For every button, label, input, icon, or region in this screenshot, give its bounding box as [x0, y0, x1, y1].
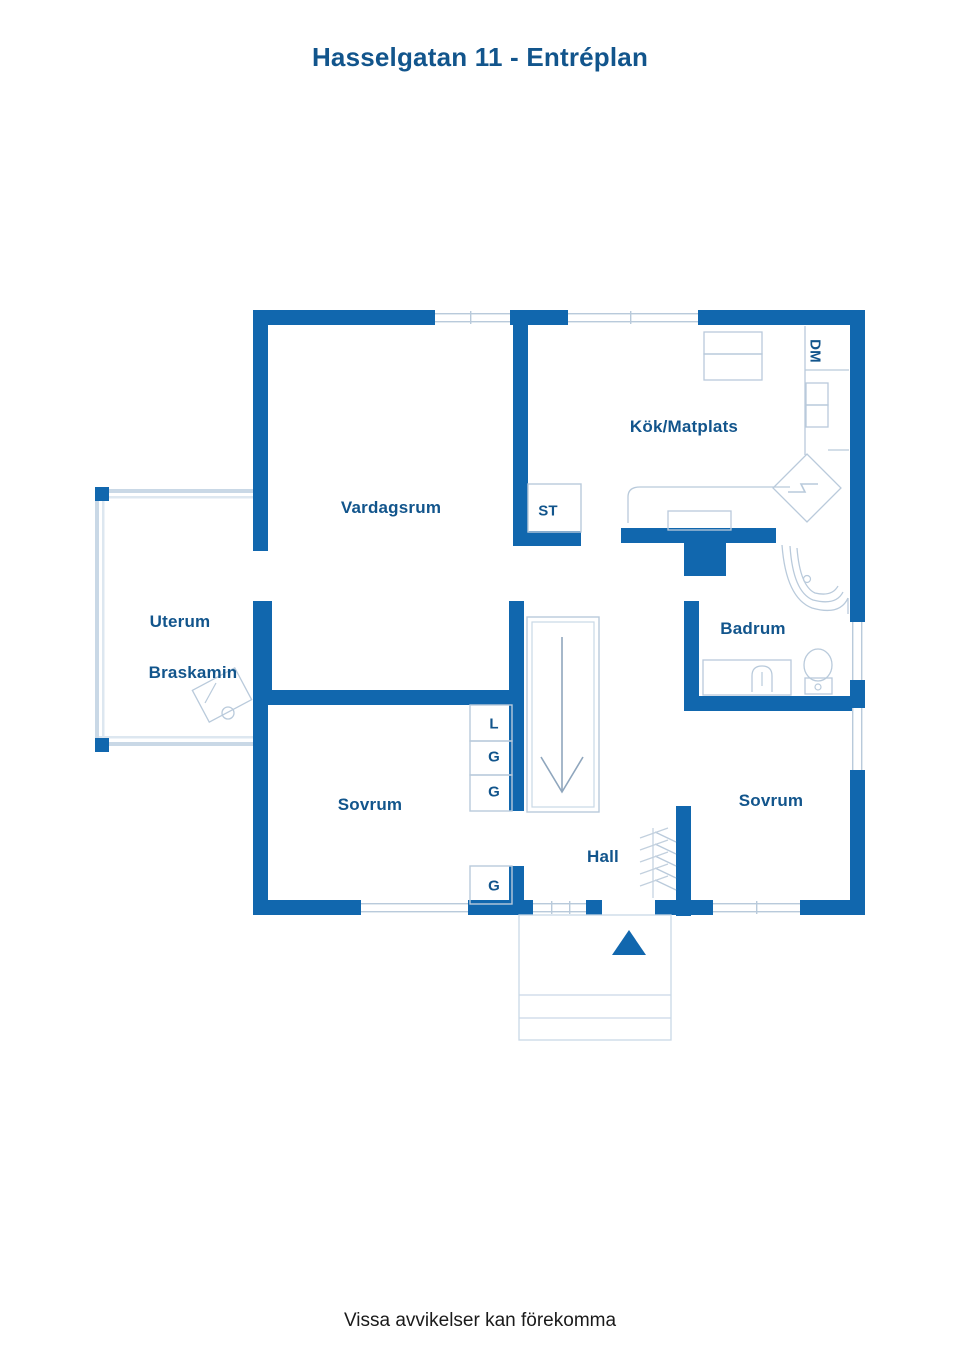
corner-bathtub	[781, 544, 849, 614]
stairs-down-arrow	[540, 637, 584, 794]
coat-hooks	[639, 827, 677, 898]
kitchen-fixtures	[627, 326, 849, 531]
exterior-walls	[253, 310, 865, 915]
closet-label-g-2: G	[488, 783, 500, 801]
page-title: Hasselgatan 11 - Entréplan	[311, 42, 649, 72]
appliance-label-dishwasher: DM	[806, 339, 824, 363]
stairs	[526, 616, 600, 813]
entrance-marker	[612, 930, 646, 955]
room-label-sovrum-right: Sovrum	[738, 791, 804, 810]
conservatory-glazing	[95, 487, 255, 752]
room-label-hall: Hall	[587, 847, 619, 866]
braskamin-symbol	[191, 666, 253, 724]
room-label-sovrum-left: Sovrum	[337, 795, 403, 814]
toilet	[803, 648, 833, 695]
disclaimer-note: Vissa avvikelser kan förekomma	[343, 1310, 617, 1331]
room-label-badrum: Badrum	[720, 619, 786, 638]
room-label-st: ST	[538, 502, 558, 520]
room-label-vardagsrum: Vardagsrum	[340, 498, 442, 517]
closet-outlines	[469, 483, 582, 905]
room-label-uterum: Uterum	[149, 612, 211, 631]
room-label-kok-matplats: Kök/Matplats	[629, 417, 739, 436]
bathroom-fixtures	[702, 544, 849, 696]
interior-walls	[253, 310, 852, 916]
closet-label-g-3: G	[488, 877, 500, 895]
washbasin	[702, 659, 792, 696]
entrance-porch	[518, 914, 672, 1041]
closet-label-l: L	[489, 715, 499, 733]
stove-hob	[772, 453, 842, 523]
room-label-braskamin: Braskamin	[148, 663, 238, 682]
closet-label-g-1: G	[488, 748, 500, 766]
